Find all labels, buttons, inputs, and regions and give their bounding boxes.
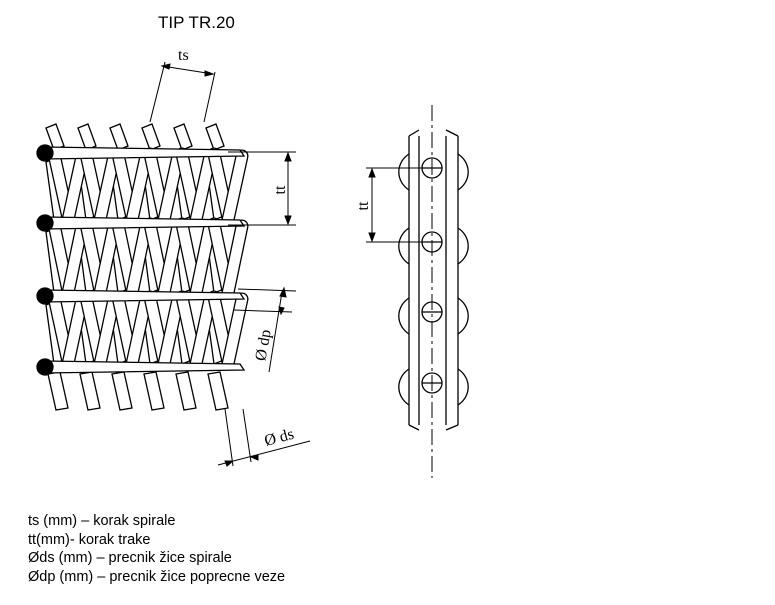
cross-rod-end <box>36 144 54 162</box>
belt-side-view <box>398 105 469 478</box>
tt-right-dimension <box>366 167 430 243</box>
mesh-front-view <box>36 123 249 411</box>
spiral-strand-fill <box>190 150 216 226</box>
spiral-strand-fill <box>94 150 120 226</box>
spiral-strand-fill <box>158 293 184 370</box>
tt-left-dimension <box>228 151 296 226</box>
spiral-strand-fill <box>62 293 88 370</box>
spiral-strand-back <box>173 123 193 151</box>
spiral-strand-back <box>141 123 161 151</box>
spiral-strand-back <box>77 123 97 151</box>
spiral-strand-fill <box>94 220 120 299</box>
legend: ts (mm) – korak spirale tt(mm)- korak tr… <box>28 512 285 586</box>
side-loop-left <box>398 297 410 335</box>
spiral-strand-fill <box>62 220 88 299</box>
tt-right-label: tt <box>355 201 372 210</box>
cross-rod-end <box>36 287 54 305</box>
legend-item-ds: Øds (mm) – precnik žice spirale <box>28 550 232 566</box>
side-loop-right <box>457 153 469 191</box>
spiral-strand-bottom <box>79 371 101 411</box>
side-loop-right <box>457 297 469 335</box>
dp-label: Ø dp <box>252 328 274 362</box>
spiral-strand-back <box>205 123 225 151</box>
ts-dimension <box>149 61 216 123</box>
side-view-links <box>398 129 469 431</box>
spiral-strand-fill <box>190 220 216 299</box>
spiral-strand-bottom <box>143 371 165 411</box>
spiral-strand-fill <box>222 220 248 299</box>
spiral-strand-bottom <box>207 371 229 411</box>
spiral-strand-fill <box>126 293 152 370</box>
spiral-strand-bottom <box>47 371 69 411</box>
side-loop-left <box>398 153 410 191</box>
ts-label: ts <box>178 47 189 64</box>
cross-rod-end <box>36 214 54 232</box>
spiral-strand-fill <box>62 150 88 226</box>
side-loop-right <box>457 227 469 265</box>
legend-item-dp: Ødp (mm) – precnik žice poprecne veze <box>28 568 286 585</box>
spiral-strand-fill <box>94 293 120 370</box>
spiral-strand-fill <box>126 150 152 226</box>
side-loop-left <box>398 368 410 406</box>
tt-left-label: tt <box>272 185 289 194</box>
cross-rod-end <box>36 358 54 376</box>
spiral-strand-bottom <box>175 371 197 411</box>
spiral-strand-fill <box>158 150 184 226</box>
spiral-strand-fill <box>222 150 248 226</box>
side-bottom-end <box>408 424 459 431</box>
spiral-strand-fill <box>222 293 248 370</box>
side-top-end <box>408 129 459 137</box>
spiral-strand-fill <box>190 293 216 370</box>
spiral-strand-back <box>45 123 65 151</box>
spiral-strand-back <box>109 123 129 151</box>
dp-dimension <box>233 286 297 373</box>
spiral-strand-bottom <box>111 371 133 411</box>
side-loop-left <box>398 227 410 265</box>
diagram-title: TIP TR.20 <box>158 13 235 32</box>
legend-item-tt: tt(mm)- korak trake <box>28 531 151 548</box>
spiral-strand-fill <box>126 220 152 299</box>
ds-dimension <box>217 408 311 467</box>
spiral-strand-fill <box>158 220 184 299</box>
side-loop-right <box>457 368 469 406</box>
legend-item-ts: ts (mm) – korak spirale <box>28 513 176 529</box>
